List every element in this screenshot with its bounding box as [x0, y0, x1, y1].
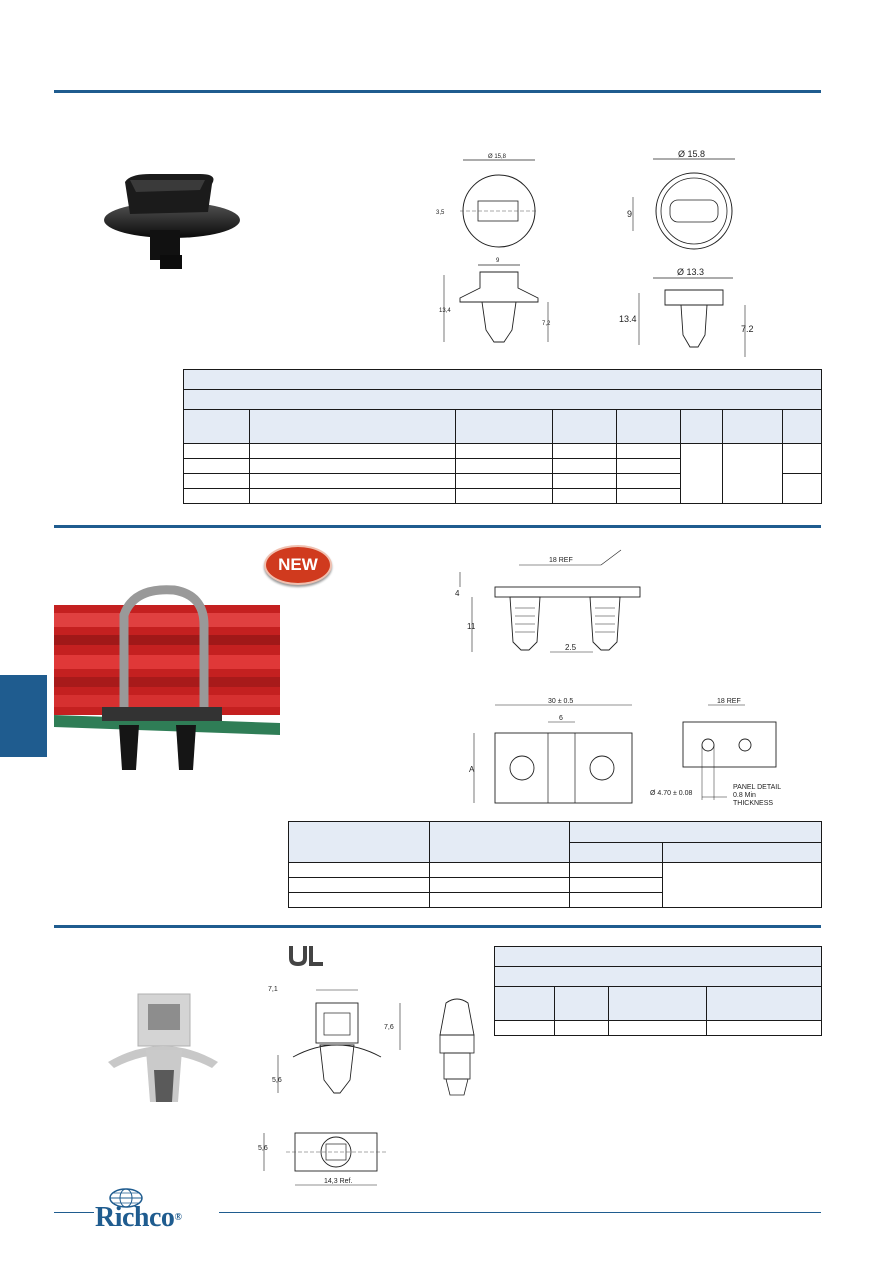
dim-height-lower: 7,2: [542, 321, 551, 327]
dim-height-lower-large: 7.2: [741, 324, 754, 334]
panel-note-line-3: THICKNESS: [733, 800, 773, 807]
dim-height-leg: 11: [467, 622, 476, 631]
dim-label-a: A: [469, 765, 475, 774]
new-badge-label: NEW: [278, 555, 318, 574]
section-rule-bottom: [54, 925, 821, 928]
dim-width-top: 9: [496, 258, 500, 264]
drawing-small-mount: Ø 15,8 3,5 9 13,4 7,2: [436, 154, 551, 343]
dim-width-top-3: 7,1: [268, 986, 278, 993]
product-photo-cable-mount: [54, 585, 280, 770]
drawing-dual-mount-top: 30 ± 0.5 6 A: [469, 698, 633, 804]
panel-ref: 18 REF: [717, 698, 741, 705]
drawing-white-mount-side: [439, 998, 475, 1096]
side-chapter-tab: [0, 675, 47, 757]
dim-height-bottom-3: 5,6: [258, 1145, 268, 1152]
dim-diameter-lower: Ø 13.3: [677, 267, 704, 277]
dim-height-top: 4: [455, 589, 460, 598]
footer-rule-right: [219, 1212, 821, 1213]
spec-table-3: [494, 946, 822, 1036]
dim-width-ref-3: 14,3 Ref.: [324, 1178, 352, 1185]
product-photo-white-mount: [108, 993, 218, 1102]
dim-diameter-large: Ø 15.8: [678, 149, 705, 159]
dim-width-left: 9: [627, 209, 632, 219]
dim-gap: 2.5: [565, 643, 577, 652]
new-badge: NEW: [264, 545, 332, 585]
dim-height-total-large: 13.4: [619, 314, 637, 324]
drawing-large-mount: Ø 15.8 9 Ø 13.3 13.4 7.2: [619, 149, 754, 357]
section-rule-middle: [54, 525, 821, 528]
drawing-white-mount-top: 5,6 14,3 Ref.: [258, 1132, 386, 1186]
spec-table-2: [288, 821, 822, 908]
product-photo-black-mount: [104, 174, 240, 269]
dim-height-left: 3,5: [436, 210, 445, 216]
panel-note-line-1: PANEL DETAIL: [733, 784, 781, 791]
footer-rule-left: [54, 1212, 94, 1213]
dim-height-total: 13,4: [439, 308, 451, 314]
dim-ref-top: 18 REF: [549, 557, 573, 564]
drawing-white-mount-front: 7,1 7,6 5,6: [268, 986, 401, 1094]
dim-diameter: Ø 15,8: [488, 154, 507, 160]
brand-registered: ®: [174, 1212, 182, 1223]
drawing-panel-detail: 18 REF Ø 4.70 ± 0.08 PANEL DETAIL 0.8 Mi…: [650, 698, 781, 807]
globe-logo-icon: [109, 1188, 143, 1208]
brand-name: Richco: [95, 1202, 175, 1233]
dim-width: 30 ± 0.5: [548, 698, 573, 705]
brand-logo: Richco®: [95, 1202, 182, 1234]
spec-table-1: [183, 369, 822, 504]
section-rule-top: [54, 90, 821, 93]
dim-height-mid-3: 5,6: [272, 1077, 282, 1084]
dim-inner: 6: [559, 715, 563, 722]
panel-note-line-2: 0.8 Min: [733, 792, 756, 799]
panel-hole: Ø 4.70 ± 0.08: [650, 790, 692, 797]
dim-height-top-3: 7,6: [384, 1024, 394, 1031]
drawing-dual-mount-side: 18 REF 4 11 2.5: [455, 549, 641, 653]
ul-certification-icon: [289, 946, 323, 967]
